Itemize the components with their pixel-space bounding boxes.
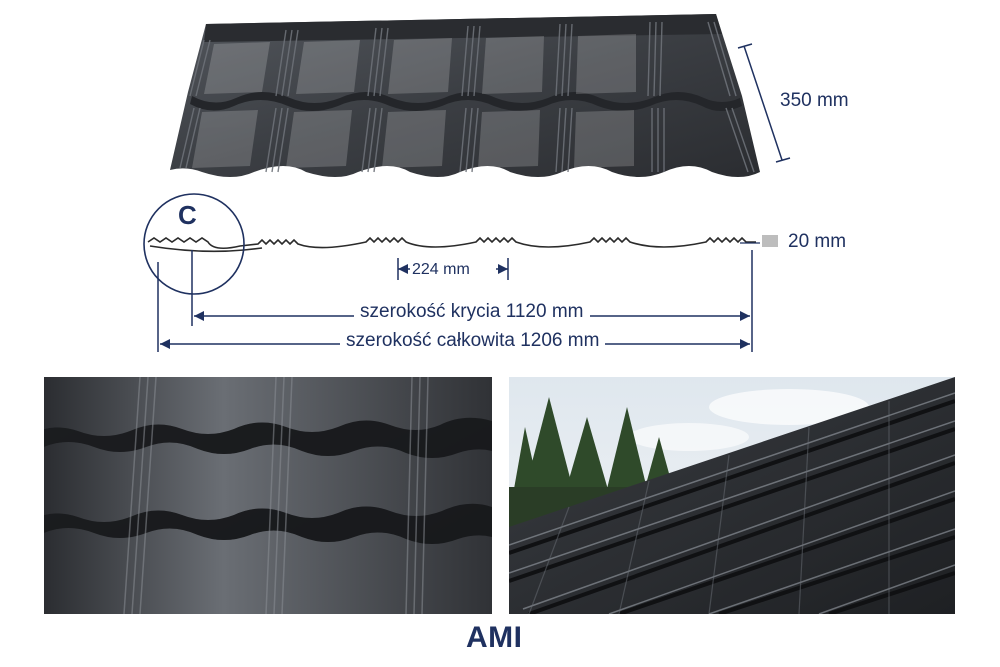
sheet-ribs [179, 21, 755, 173]
depth-marker [762, 235, 778, 247]
height-dimension [737, 43, 791, 163]
roof-photo [509, 377, 955, 614]
profile-depth-label: 20 mm [788, 231, 847, 252]
height-label: 350 mm [780, 90, 849, 111]
detail-circle [143, 193, 245, 295]
profile-cross-section [147, 236, 756, 253]
wave-pitch-label: 224 mm [412, 261, 470, 278]
product-name: AMI [466, 621, 523, 654]
detail-marker-label: C [178, 200, 197, 230]
cover-width-label: szerokość krycia 1120 mm [354, 301, 590, 323]
dimension-arrows [160, 264, 750, 349]
sheet-body [170, 14, 760, 177]
sheet-highlights [192, 34, 636, 168]
total-width-label: szerokość całkowita 1206 mm [340, 330, 606, 352]
closeup-photo [44, 377, 492, 614]
